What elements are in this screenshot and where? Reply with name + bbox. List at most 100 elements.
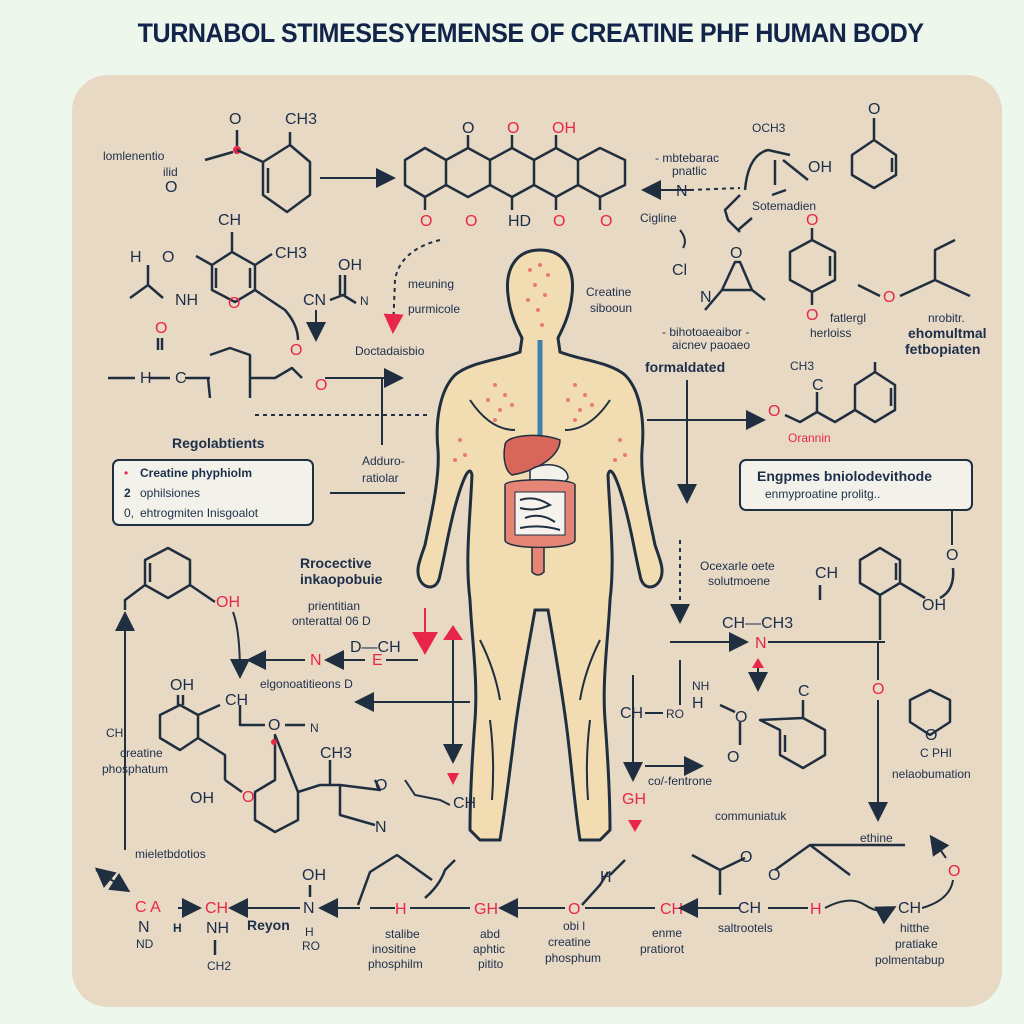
atom-chol: CH bbox=[106, 726, 123, 740]
label-inositine: inositine bbox=[372, 942, 416, 956]
label-creatine-sibooun: Creatine bbox=[586, 285, 632, 299]
atom-h: H bbox=[130, 249, 142, 266]
atom-n: N bbox=[700, 289, 712, 306]
atom-o: O bbox=[740, 849, 752, 866]
atom-o: O bbox=[806, 212, 818, 229]
label-ethine: ethine bbox=[860, 831, 893, 845]
atom-o: O bbox=[162, 249, 174, 266]
atom-hg: H bbox=[692, 695, 704, 712]
label-cigline: Cigline bbox=[640, 211, 677, 225]
label-adduro: Adduro- bbox=[362, 454, 405, 468]
atom-o: O bbox=[727, 749, 739, 766]
atom-c: C bbox=[175, 370, 187, 387]
label-mieletbdotios: mieletbdotios bbox=[135, 847, 206, 861]
atom-o: O bbox=[228, 295, 240, 312]
atom-ca: C A bbox=[135, 899, 161, 916]
atom-o: O bbox=[948, 863, 960, 880]
label-co-fentrone: co/-fentrone bbox=[648, 774, 712, 788]
atom-oh: OH bbox=[808, 159, 832, 176]
label-stalibe: stalibe bbox=[385, 927, 420, 941]
label-creatine-sibooun: sibooun bbox=[590, 301, 632, 315]
atom-o: O bbox=[229, 111, 241, 128]
diagram-title: TURNABOL STIMESESYEMENSE OF CREATINE PHF… bbox=[137, 18, 924, 48]
atom-ch3: CH3 bbox=[320, 745, 352, 762]
enzyme-line-2: enmyproatine prolitg.. bbox=[765, 487, 880, 501]
atom-hd: HD bbox=[508, 213, 531, 230]
atom-o: O bbox=[165, 179, 177, 196]
label-cphi: C PHI bbox=[920, 746, 952, 760]
atom-ch: CH bbox=[620, 705, 643, 722]
atom-h3c: CH3 bbox=[790, 359, 814, 373]
atom-n: N bbox=[360, 294, 369, 308]
atom-h: H bbox=[810, 901, 822, 918]
label-mbtebarac: - mbtebarac bbox=[655, 151, 719, 165]
legend: Regolabtients • Creatine phyphiolm 2 oph… bbox=[112, 435, 314, 526]
label-formulated: formaldated bbox=[645, 359, 725, 375]
label-herloiss: herloiss bbox=[810, 326, 851, 340]
label-pratiorot: pratiorot bbox=[640, 942, 685, 956]
atom-gh: GH bbox=[474, 901, 498, 918]
bottom-pathway: mieletbdotios C A N ND H CH NH CH2 Reyon… bbox=[94, 834, 960, 973]
label-creatine-phosphatum: phosphatum bbox=[102, 762, 168, 776]
label-nelaobumation: nelaobumation bbox=[892, 767, 971, 781]
label-polmentabup: polmentabup bbox=[875, 953, 945, 967]
label-ilid: ilid bbox=[163, 165, 178, 179]
molecule-lower-right: Ocexarle oete solutmoene CH—CH3 N CH OH … bbox=[620, 540, 971, 845]
atom-cn: CN bbox=[303, 292, 326, 309]
atom-n: N bbox=[375, 819, 387, 836]
label-reyon: Reyon bbox=[247, 917, 290, 933]
label-pratiake: pratiake bbox=[895, 937, 938, 951]
atom-o: O bbox=[155, 320, 167, 337]
atom-h: H bbox=[395, 901, 407, 918]
atom-o: O bbox=[730, 245, 742, 262]
label-orientation: onterattal 06 D bbox=[292, 614, 371, 628]
atom-n: N bbox=[310, 721, 319, 735]
atom-cl: Cl bbox=[672, 262, 687, 279]
label-aphtic: aphtic bbox=[473, 942, 505, 956]
red-arrowhead-up bbox=[443, 625, 463, 640]
legend-marker: • bbox=[124, 466, 128, 480]
atom-ch: CH bbox=[898, 900, 921, 917]
label-processive: inkaopobuie bbox=[300, 571, 383, 587]
label-lomlenentio: lomlenentio bbox=[103, 149, 165, 163]
label-hitthe: hitthe bbox=[900, 921, 930, 935]
human-body-figure: Creatine sibooun bbox=[416, 248, 664, 842]
atom-o: O bbox=[290, 342, 302, 359]
label-abd: abd bbox=[480, 927, 500, 941]
atom-ro: RO bbox=[666, 707, 684, 721]
atom-ch: CH bbox=[205, 900, 228, 917]
atom-ch3: CH3 bbox=[275, 245, 307, 262]
atom-if: H bbox=[173, 921, 182, 935]
atom-nd: ND bbox=[136, 937, 154, 951]
atom-n: N bbox=[310, 652, 322, 669]
atom-oh: OH bbox=[922, 597, 946, 614]
atom-ch: CH bbox=[738, 900, 761, 917]
atom-ch: CH bbox=[660, 901, 683, 918]
atom-e: E bbox=[372, 652, 383, 669]
label-phosphilm: phosphilm bbox=[368, 957, 423, 971]
label-obi: obi l bbox=[563, 919, 585, 933]
atom-oh: OH bbox=[302, 867, 326, 884]
label-communiatuk: communiatuk bbox=[715, 809, 787, 823]
label-ehomultmal: ehomultmal bbox=[908, 325, 987, 341]
atom-h: H bbox=[600, 869, 612, 886]
atom-o: O bbox=[872, 681, 884, 698]
atom-o: O bbox=[946, 547, 958, 564]
atom-o: O bbox=[268, 717, 280, 734]
atom-ch3: CH3 bbox=[285, 111, 317, 128]
atom-n: N bbox=[755, 635, 767, 652]
label-orannin: Orannin bbox=[788, 431, 831, 445]
atom-nh: NH bbox=[692, 679, 709, 693]
atom-o: O bbox=[806, 307, 818, 324]
atom-ch-ch3: CH—CH3 bbox=[722, 615, 793, 632]
atom-o: O bbox=[868, 101, 880, 118]
label-ratiolar: ratiolar bbox=[362, 471, 399, 485]
atom-oh: OH bbox=[338, 257, 362, 274]
label-pnatlic: pnatlic bbox=[672, 164, 707, 178]
atom-o: O bbox=[462, 120, 474, 137]
atom-n: N bbox=[303, 900, 315, 917]
liver bbox=[503, 434, 561, 476]
label-pitito: pitito bbox=[478, 957, 504, 971]
atom-o: O bbox=[883, 289, 895, 306]
atom-d-ch: D—CH bbox=[350, 639, 401, 656]
